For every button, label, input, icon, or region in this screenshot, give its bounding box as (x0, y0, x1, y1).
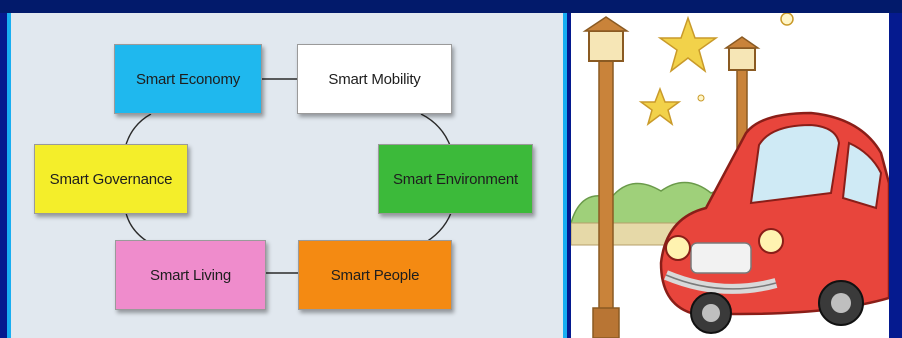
car-icon (659, 111, 889, 334)
node-smart-people: Smart People (298, 240, 452, 310)
car-illustration-drawing (571, 13, 889, 338)
sparkle-icon (780, 13, 794, 26)
node-smart-living: Smart Living (115, 240, 266, 310)
star-icon (657, 15, 719, 73)
node-smart-governance: Smart Governance (34, 144, 188, 214)
node-smart-mobility: Smart Mobility (297, 44, 452, 114)
node-smart-economy: Smart Economy (114, 44, 262, 114)
right-border (889, 13, 902, 338)
title-strip (0, 0, 902, 13)
node-smart-environment: Smart Environment (378, 144, 533, 214)
car-illustration (571, 13, 889, 338)
edge-economy-governance (124, 113, 152, 149)
edge-mobility-environment (420, 113, 452, 149)
street-lamp-icon (582, 16, 630, 338)
smart-city-diagram: Smart Economy Smart Mobility Smart Gover… (7, 13, 567, 338)
star-icon (638, 86, 682, 126)
